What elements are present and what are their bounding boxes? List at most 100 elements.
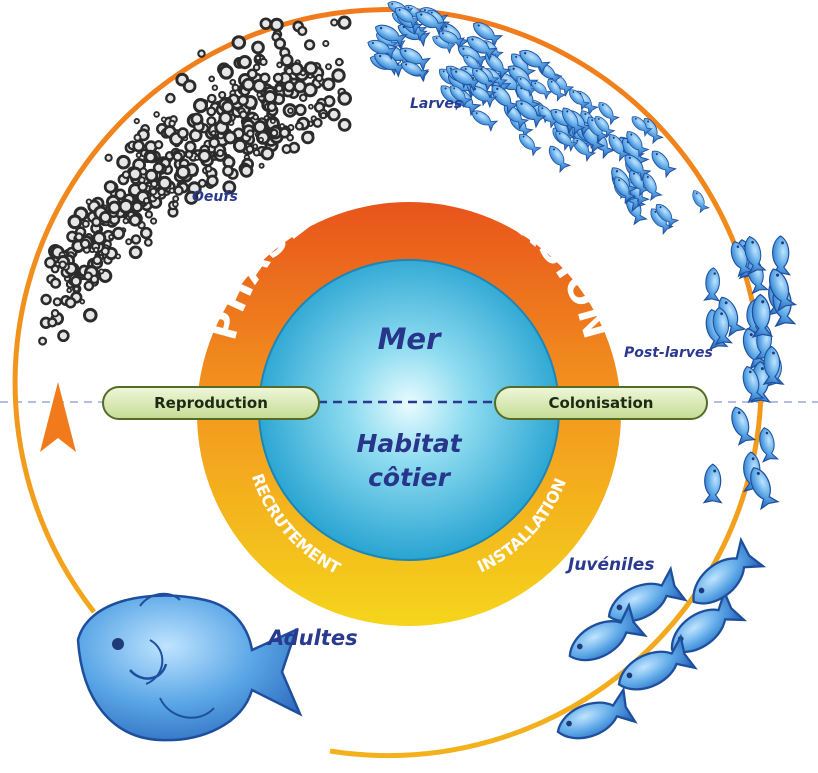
egg-dot bbox=[52, 297, 62, 307]
egg-dot bbox=[331, 68, 346, 83]
egg-dot bbox=[153, 111, 160, 118]
egg-dot bbox=[259, 57, 268, 67]
egg-dot bbox=[107, 200, 122, 215]
colonisation-pill: Colonisation bbox=[494, 386, 708, 420]
coastal-habitat-label-line2: côtier bbox=[368, 463, 450, 492]
egg-dot bbox=[103, 180, 118, 194]
juveniles-stage-label: Juvéniles bbox=[568, 555, 655, 575]
egg-dot bbox=[152, 162, 165, 174]
egg-dot bbox=[266, 101, 277, 113]
egg-dot bbox=[160, 116, 167, 123]
egg-dot bbox=[258, 162, 265, 169]
egg-dot bbox=[334, 57, 344, 67]
egg-dot bbox=[252, 63, 261, 72]
egg-dot bbox=[276, 61, 283, 69]
larva-fish bbox=[647, 146, 677, 178]
egg-dot bbox=[157, 175, 172, 191]
egg-dot bbox=[47, 317, 58, 328]
cycle-arrow-head bbox=[40, 382, 76, 452]
egg-dot bbox=[115, 253, 122, 260]
egg-dot bbox=[184, 150, 194, 159]
egg-dot bbox=[252, 113, 259, 121]
egg-dot bbox=[269, 128, 279, 138]
egg-dot bbox=[111, 226, 126, 240]
egg-dot bbox=[182, 79, 197, 94]
egg-dot bbox=[108, 233, 115, 240]
egg-dot bbox=[221, 100, 235, 114]
egg-dot bbox=[231, 35, 247, 50]
egg-dot bbox=[190, 112, 204, 126]
egg-dot bbox=[150, 217, 158, 225]
eggs-stage-label: Oeufs bbox=[192, 189, 238, 205]
egg-dot bbox=[297, 25, 308, 37]
egg-dot bbox=[269, 118, 276, 125]
egg-dot bbox=[281, 144, 292, 155]
egg-dot bbox=[273, 37, 287, 50]
egg-dot bbox=[173, 185, 184, 196]
egg-dot bbox=[258, 136, 264, 143]
egg-dot bbox=[278, 127, 291, 139]
egg-dot bbox=[197, 149, 212, 163]
eggs-illustration bbox=[38, 15, 353, 346]
egg-dot bbox=[206, 106, 217, 117]
egg-dot bbox=[303, 39, 316, 51]
egg-dot bbox=[172, 195, 180, 203]
egg-dot bbox=[116, 154, 131, 170]
egg-dot bbox=[322, 39, 330, 48]
egg-dot bbox=[139, 226, 153, 240]
egg-dot bbox=[149, 187, 158, 196]
egg-dot bbox=[260, 146, 275, 161]
egg-dot bbox=[299, 69, 307, 77]
egg-dot bbox=[127, 166, 143, 182]
egg-dot bbox=[319, 111, 327, 120]
egg-dot bbox=[79, 298, 86, 305]
egg-dot bbox=[263, 90, 278, 104]
egg-dot bbox=[287, 107, 294, 115]
egg-dot bbox=[272, 72, 284, 84]
egg-dot bbox=[283, 80, 296, 93]
reproduction-pill: Reproduction bbox=[102, 386, 320, 420]
egg-dot bbox=[99, 210, 112, 224]
egg-dot bbox=[44, 256, 57, 269]
egg-dot bbox=[133, 118, 140, 125]
egg-dot bbox=[91, 216, 102, 228]
egg-dot bbox=[66, 287, 73, 294]
adults-stage-label: Adultes bbox=[268, 626, 358, 650]
egg-dot bbox=[104, 153, 113, 162]
egg-dot bbox=[312, 117, 323, 128]
egg-dot bbox=[208, 137, 220, 149]
egg-dot bbox=[210, 130, 217, 137]
egg-dot bbox=[232, 138, 248, 153]
egg-dot bbox=[175, 164, 191, 180]
egg-dot bbox=[172, 200, 179, 208]
egg-dot bbox=[204, 165, 213, 173]
egg-dot bbox=[131, 201, 143, 213]
egg-dot bbox=[157, 187, 166, 197]
egg-dot bbox=[259, 72, 271, 84]
egg-dot bbox=[314, 73, 324, 83]
egg-dot bbox=[218, 90, 227, 100]
egg-dot bbox=[38, 336, 48, 346]
egg-dot bbox=[83, 280, 95, 292]
larvae-stage-label: Larves bbox=[410, 96, 463, 112]
egg-dot bbox=[81, 219, 90, 228]
egg-dot bbox=[293, 79, 307, 94]
egg-dot bbox=[144, 168, 159, 183]
egg-dot bbox=[118, 198, 134, 214]
egg-dot bbox=[197, 178, 207, 188]
egg-dot bbox=[79, 238, 91, 250]
egg-dot bbox=[70, 275, 82, 288]
egg-dot bbox=[237, 94, 249, 107]
egg-dot bbox=[74, 232, 84, 242]
egg-dot bbox=[153, 140, 164, 150]
adult-fish-illustration bbox=[76, 592, 303, 742]
egg-dot bbox=[218, 64, 234, 80]
post-larva-fish bbox=[703, 266, 722, 302]
egg-dot bbox=[298, 93, 308, 103]
egg-dot bbox=[100, 246, 110, 256]
post-larvae-stage-label: Post-larves bbox=[624, 345, 713, 361]
egg-dot bbox=[184, 140, 197, 153]
egg-dot bbox=[206, 174, 219, 188]
egg-dot bbox=[114, 188, 127, 201]
